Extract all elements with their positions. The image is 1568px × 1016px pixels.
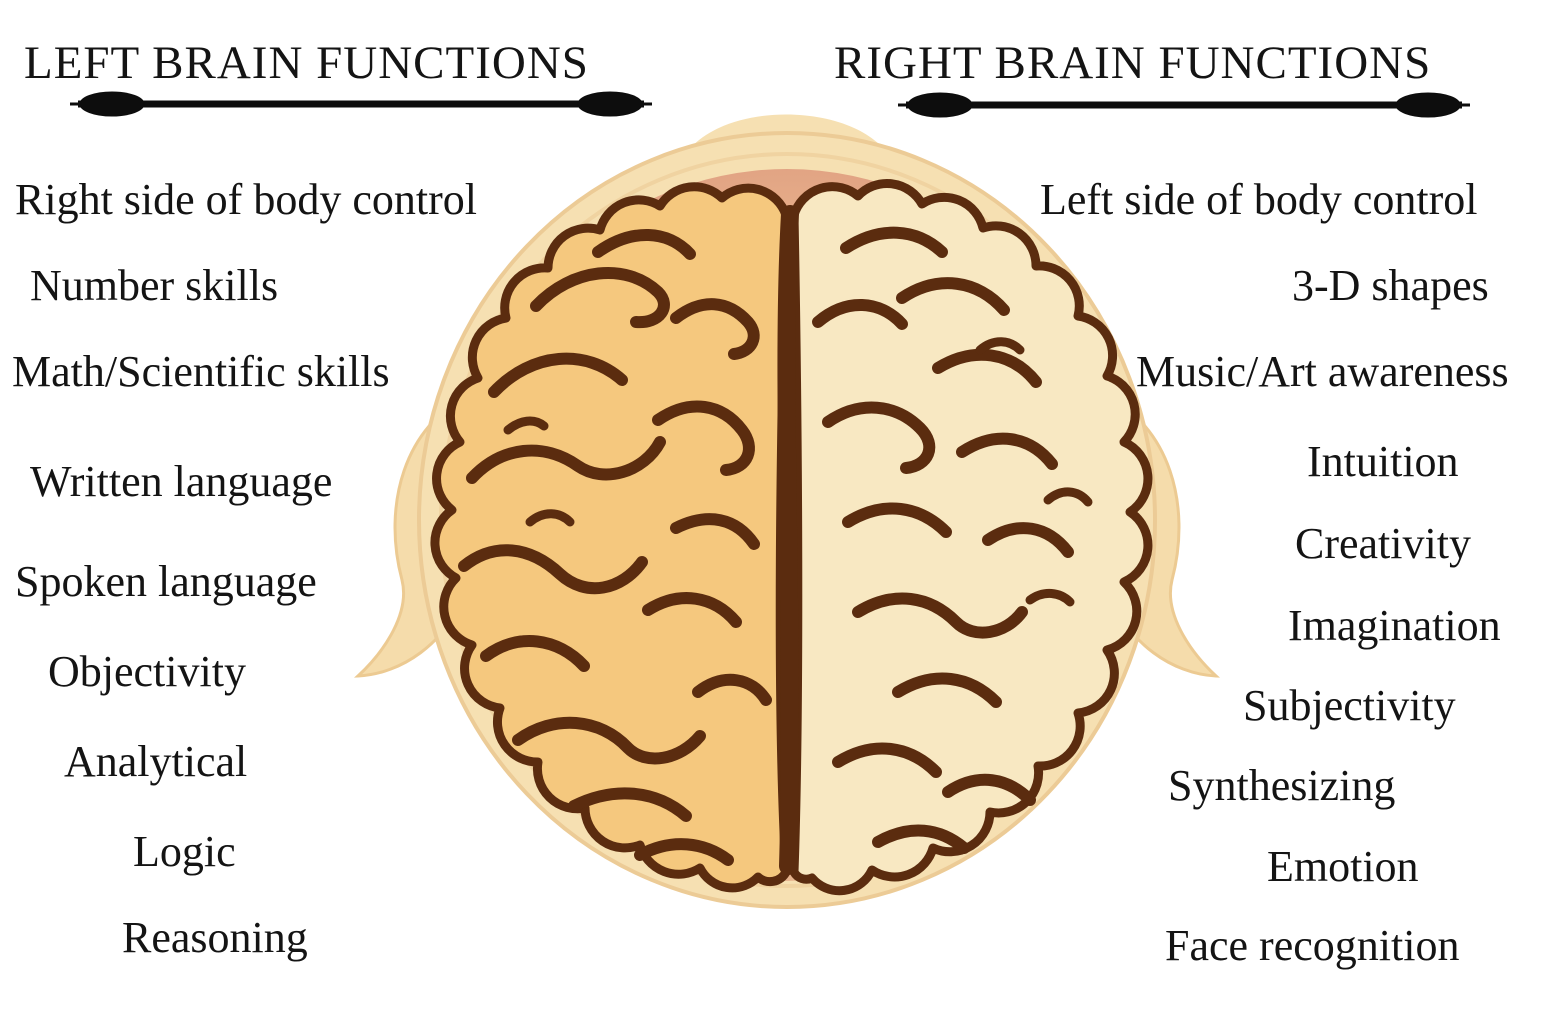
right-function-label: Music/Art awareness <box>1136 347 1509 396</box>
right-function-label: Left side of body control <box>1040 175 1478 224</box>
right-function-label: Synthesizing <box>1168 761 1396 810</box>
left-function-label: Spoken language <box>15 557 317 606</box>
left-title-underline <box>70 91 652 117</box>
right-title-underline <box>898 92 1470 118</box>
longitudinal-fissure <box>777 205 799 875</box>
right-function-label: Creativity <box>1295 519 1471 568</box>
left-function-label: Number skills <box>30 261 279 310</box>
left-function-label: Analytical <box>64 737 248 786</box>
right-function-label: Emotion <box>1267 842 1419 891</box>
left-hemisphere-sulci <box>458 229 772 866</box>
right-hemisphere <box>789 179 1153 896</box>
right-function-label: Imagination <box>1288 601 1501 650</box>
left-function-label: Reasoning <box>122 913 308 962</box>
left-function-label: Logic <box>133 827 236 876</box>
right-panel-title: RIGHT BRAIN FUNCTIONS <box>834 37 1432 89</box>
brain-top-view <box>430 179 1153 896</box>
right-function-label: 3-D shapes <box>1292 261 1489 310</box>
left-hemisphere <box>430 182 791 893</box>
left-function-label: Written language <box>30 457 333 506</box>
right-hemisphere-sulci <box>812 226 1093 854</box>
left-panel-title: LEFT BRAIN FUNCTIONS <box>24 37 589 89</box>
left-function-label: Objectivity <box>48 647 246 696</box>
left-function-label: Math/Scientific skills <box>12 347 390 396</box>
right-function-label: Subjectivity <box>1243 681 1456 730</box>
left-function-label: Right side of body control <box>15 175 477 224</box>
right-function-label: Intuition <box>1307 437 1459 486</box>
right-function-label: Face recognition <box>1165 921 1460 970</box>
